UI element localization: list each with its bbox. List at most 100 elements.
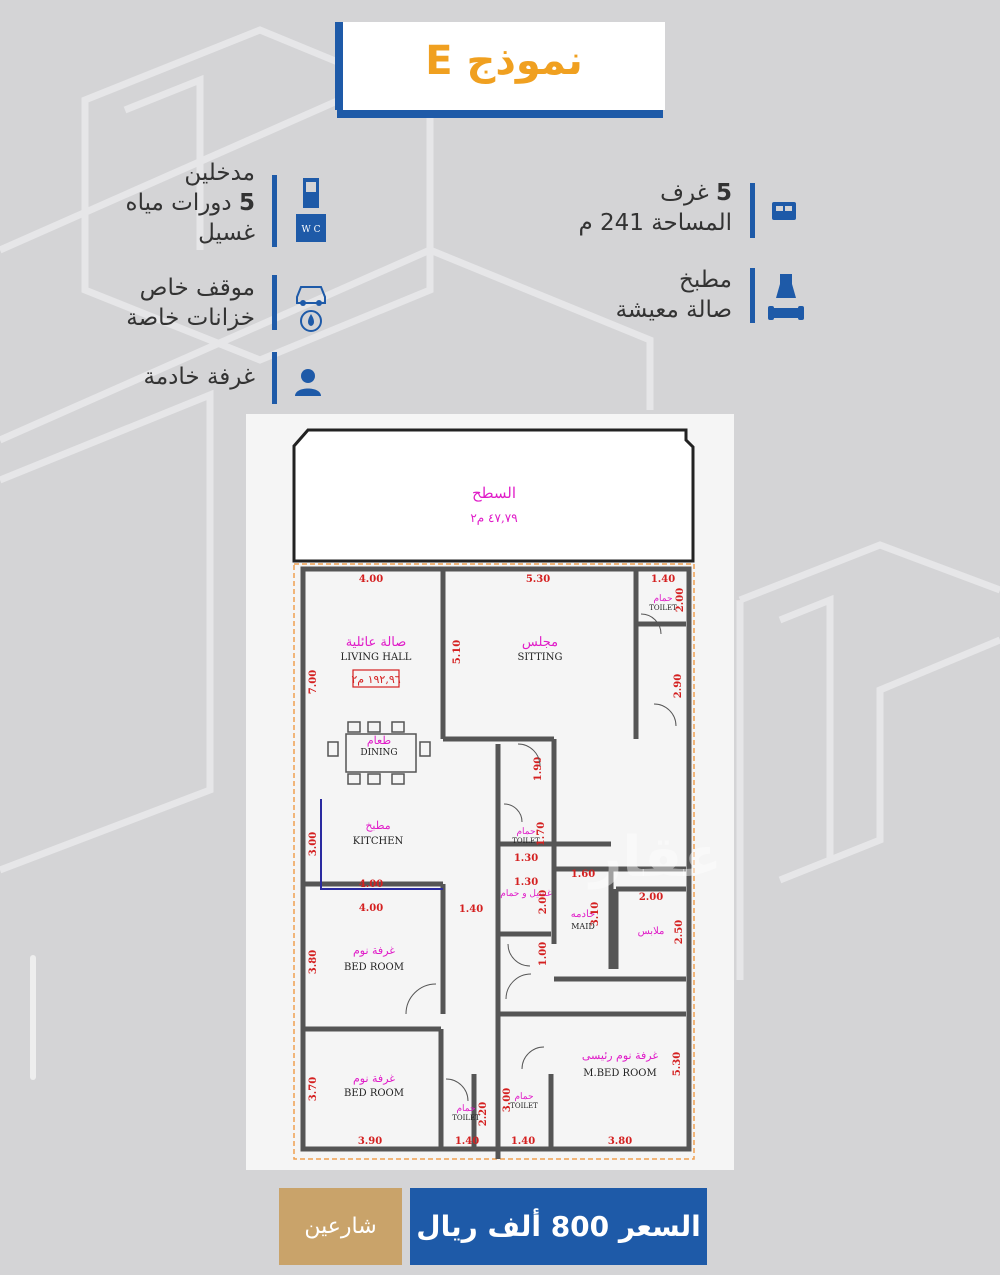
scrollbar[interactable] [30,955,36,1080]
living-label: صالة معيشة [615,297,732,323]
area-label: المساحة 241 م [578,210,732,236]
sitting-ar: مجلس [522,635,558,650]
svg-text:2.00: 2.00 [538,890,549,914]
feature-divider [750,183,755,238]
svg-text:3.00: 3.00 [502,1088,513,1112]
svg-text:1.40: 1.40 [459,904,483,915]
toilet-en: TOILET [452,1114,480,1122]
toilet-en: TOILET [649,604,677,612]
roof-outline [292,428,695,563]
toilet-ar: حمام [456,1104,475,1114]
svg-text:3.80: 3.80 [308,950,319,974]
living-ar: صالة عائلية [346,635,407,650]
svg-text:3.00: 3.00 [308,832,319,856]
svg-text:1.00: 1.00 [538,942,549,966]
svg-text:1.40: 1.40 [651,574,675,585]
svg-text:1.60: 1.60 [571,869,595,880]
svg-text:3.10: 3.10 [590,902,601,926]
kitchen-ar: مطبخ [365,819,390,832]
feature-entrances: مدخلين 5 دورات مياه غسيل [126,158,255,248]
feature-parking-tanks: موقف خاص خزانات خاصة [126,273,255,333]
roof-label: السطح [472,484,516,502]
maid-ar: خادمه [571,909,595,920]
svg-text:5.10: 5.10 [452,640,463,664]
svg-text:2.90: 2.90 [673,674,684,698]
feature-rooms-area: 5 غرف المساحة 241 م [578,178,732,238]
svg-text:W C: W C [302,225,321,235]
kitchen-label: مطبخ [679,267,732,293]
wc-count: 5 [238,190,255,216]
svg-text:4.00: 4.00 [359,574,383,585]
kitchen-en: KITCHEN [353,836,404,847]
parking-label: موقف خاص [139,275,255,301]
svg-text:3.70: 3.70 [308,1077,319,1101]
living-en: LIVING HALL [341,652,412,663]
feature-divider [272,275,277,330]
feature-divider [272,175,277,247]
person-icon [295,369,321,396]
model-title-card: نموذج E [335,22,665,110]
floor-plan: السطح ٤٧,٧٩ م٢ [246,414,734,1170]
sitting-en: SITTING [517,652,562,663]
price-badge[interactable]: السعر 800 ألف ريال [410,1188,707,1265]
rooms-count: 5 [715,180,732,206]
dimensions: 4.00 5.30 1.40 2.00 5.10 7.00 2.90 1.90 … [308,574,686,1147]
svg-text:5.30: 5.30 [526,574,550,585]
toilet-ar: حمام [516,827,535,837]
toilet-ar: حمام [514,1092,533,1102]
svg-text:1.90: 1.90 [533,757,544,781]
doors [405,613,677,1102]
mbed-ar: غرفة نوم رئيسى [582,1049,658,1062]
mbed-en: M.BED ROOM [583,1068,656,1079]
dining-en: DINING [360,748,397,758]
bed-icon [772,202,796,220]
svg-text:5.30: 5.30 [672,1052,683,1076]
svg-text:2.50: 2.50 [674,920,685,944]
svg-text:1.30: 1.30 [514,853,538,864]
bed1-ar: غرفة نوم [353,944,395,957]
toilet-ar: حمام [653,594,672,604]
door-wc-icon: W C [296,178,326,242]
maid-room-label: غرفة خادمة [143,364,255,390]
svg-text:1.30: 1.30 [514,877,538,888]
bed1-en: BED ROOM [344,962,404,973]
svg-text:3.90: 3.90 [358,1136,382,1147]
street-badge[interactable]: شارعين [279,1188,402,1265]
maid-en: MAID [571,922,595,931]
feature-kitchen-living: مطبخ صالة معيشة [616,265,732,325]
svg-text:2.00: 2.00 [675,588,686,612]
feature-maid-room: غرفة خادمة [144,362,255,392]
svg-text:3.80: 3.80 [608,1136,632,1147]
svg-text:1.40: 1.40 [455,1136,479,1147]
wc-label: دورات مياه [125,190,232,216]
svg-text:2.00: 2.00 [639,892,663,903]
svg-text:4.00: 4.00 [359,879,383,890]
svg-text:1.40: 1.40 [511,1136,535,1147]
svg-text:2.20: 2.20 [478,1102,489,1126]
svg-text:4.00: 4.00 [359,903,383,914]
svg-text:1.70: 1.70 [536,822,547,846]
living-area: ١٩٢,٩٦ م٢ [351,673,400,686]
closet-ar: ملابس [638,926,665,937]
toilet-en: TOILET [512,837,540,845]
toilet-en: TOILET [510,1102,538,1110]
feature-divider [272,352,277,404]
watermark: عقار [590,825,722,890]
plan-walls [300,566,692,1159]
dining-ar: طعام [367,734,391,747]
kitchen-sofa-icon [768,274,804,320]
svg-text:7.00: 7.00 [308,670,319,694]
laundry-ar: غسيل و حمام [500,889,552,899]
tanks-label: خزانات خاصة [126,305,255,331]
rooms-label: غرف [660,180,709,206]
model-title: نموذج E [425,38,583,84]
car-tank-icon [296,286,326,332]
dining-table [327,721,431,785]
bed2-ar: غرفة نوم [353,1072,395,1085]
feature-divider [750,268,755,323]
laundry-label: غسيل [198,220,255,246]
entrances-label: مدخلين [184,160,255,186]
roof-area: ٤٧,٧٩ م٢ [470,511,517,525]
bed2-en: BED ROOM [344,1088,404,1099]
